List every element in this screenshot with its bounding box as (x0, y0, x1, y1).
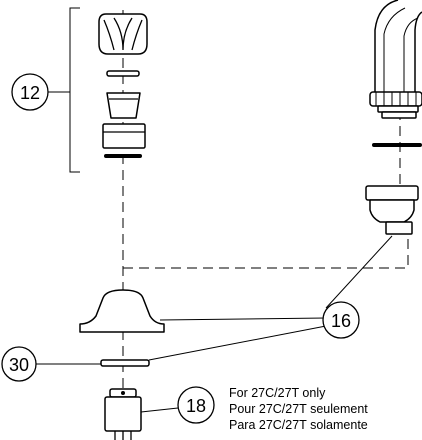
gasket (100, 359, 150, 367)
o-ring-left (104, 154, 142, 158)
small-washer (106, 70, 140, 77)
connection-path (123, 195, 409, 269)
spout-lower-collar (377, 105, 419, 119)
valve-body (365, 185, 419, 235)
callout-16-label: 16 (331, 311, 351, 331)
leader-18 (140, 407, 179, 413)
callout-16: 16 (322, 301, 360, 339)
note-line-spanish: Para 27C/27T solamente (229, 418, 368, 432)
callout-18-label: 18 (186, 396, 206, 416)
callout-30: 30 (1, 346, 37, 382)
callout-12-label: 12 (20, 83, 40, 103)
callout-12: 12 (11, 73, 49, 111)
check-valve (104, 388, 142, 440)
group-12-bracket (69, 7, 80, 173)
o-ring-right (372, 143, 422, 147)
leader-16-flange (159, 317, 327, 321)
note-line-english: For 27C/27T only (229, 386, 326, 400)
note-line-french: Pour 27C/27T seulement (229, 402, 368, 416)
spout-nut (369, 91, 422, 107)
bonnet-nut (106, 92, 141, 119)
callout-30-label: 30 (9, 355, 29, 375)
callout-18: 18 (177, 386, 215, 424)
base-flange (79, 289, 165, 333)
availability-note: For 27C/27T only Pour 27C/27T seulement … (229, 386, 368, 432)
leader-16-gasket (148, 325, 327, 361)
cross-handle (98, 13, 148, 55)
stem-cartridge (102, 123, 146, 149)
spout-tube (374, 0, 422, 92)
leader-16-right (325, 235, 393, 309)
